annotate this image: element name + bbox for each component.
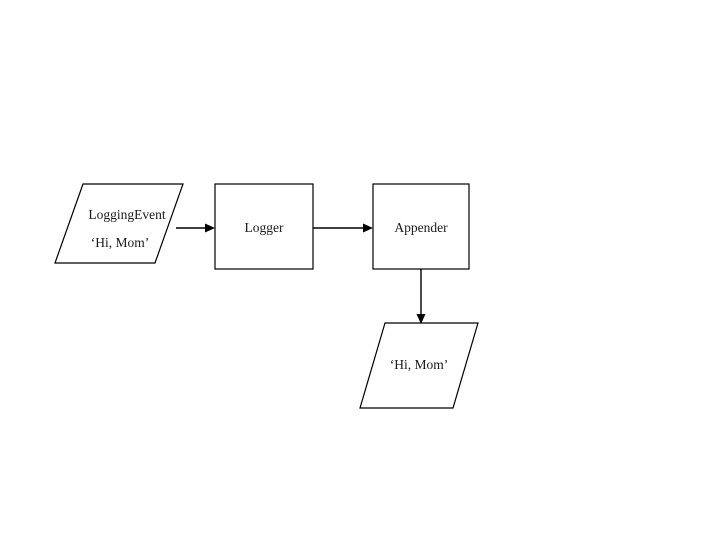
node-output-message[interactable]: ‘Hi, Mom’ (359, 322, 479, 409)
node-logging-event[interactable]: LoggingEvent ‘Hi, Mom’ (54, 183, 184, 264)
edge-appender-to-output-arrowhead-icon (416, 314, 426, 324)
logging-event-parallelogram[interactable] (54, 183, 184, 264)
edge-event-to-logger (176, 223, 215, 233)
node-logger[interactable]: Logger (214, 183, 314, 270)
edge-event-to-logger-arrowhead-icon (205, 223, 215, 233)
appender-rectangle[interactable] (372, 183, 470, 270)
logging-event-label-line2: ‘Hi, Mom’ (91, 235, 150, 250)
node-appender[interactable]: Appender (372, 183, 470, 270)
edge-appender-to-output (416, 269, 426, 324)
output-message-label: ‘Hi, Mom’ (390, 357, 449, 372)
output-message-parallelogram[interactable] (359, 322, 479, 409)
logging-event-label-line1: LoggingEvent (88, 207, 165, 222)
appender-label: Appender (394, 220, 448, 235)
logger-label: Logger (245, 220, 284, 235)
edge-logger-to-appender-arrowhead-icon (363, 223, 373, 233)
edge-logger-to-appender (313, 223, 373, 233)
logger-rectangle[interactable] (214, 183, 314, 270)
